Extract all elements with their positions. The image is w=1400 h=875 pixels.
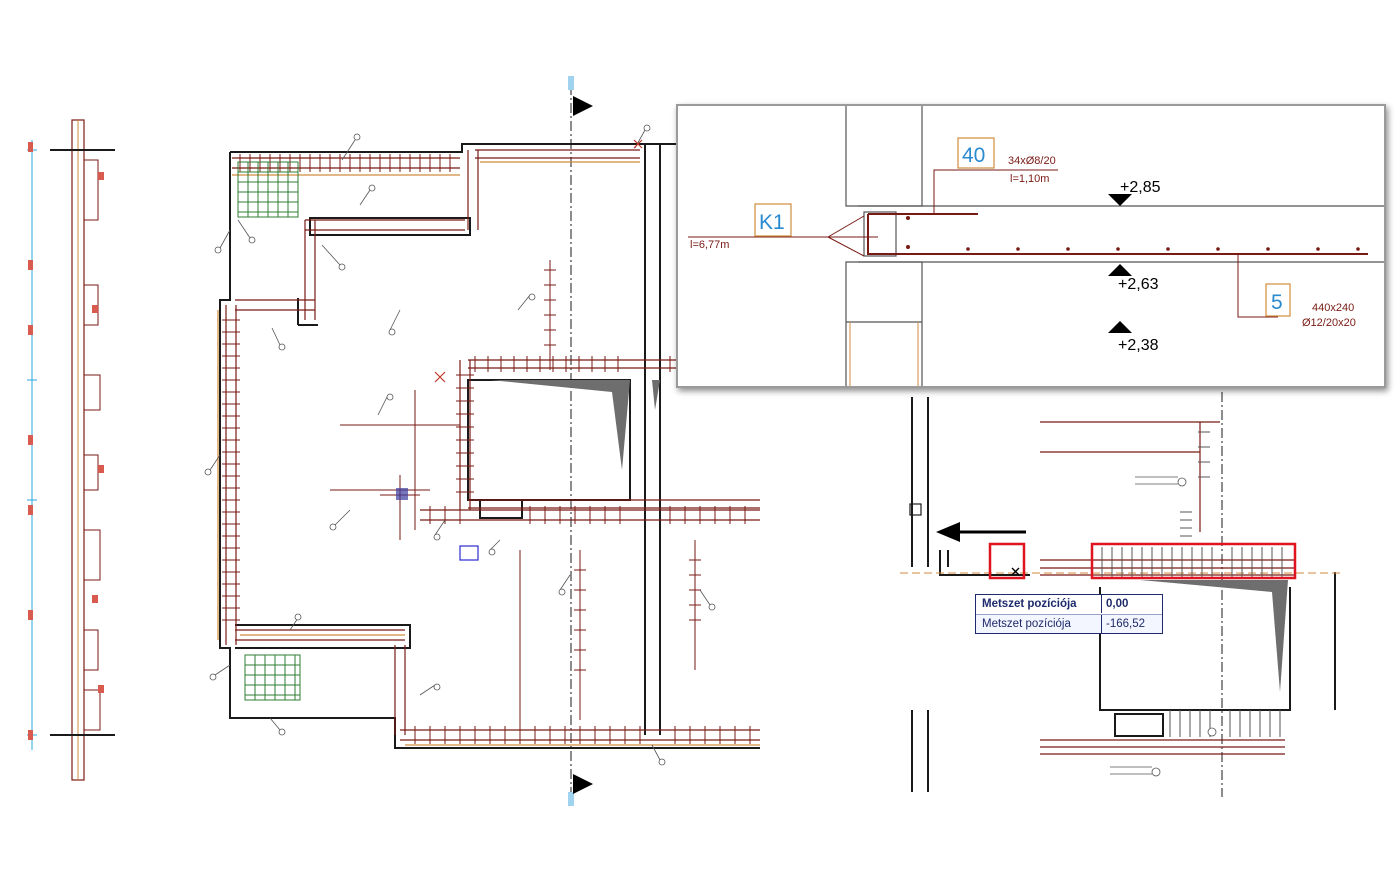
section-stirrups [1101,431,1283,737]
bar-tag-5: 5 [1271,291,1283,314]
mesh-size-5: 440x240 [1312,302,1354,314]
bar-tag-box [1265,283,1291,317]
tooltip-row: Metszet pozíciója 0,00 [976,595,1162,613]
direction-arrow-icon [936,522,1026,542]
formwork-lines [217,161,760,746]
bar-spec-40: 34xØ8/20 [1008,155,1056,167]
section-column-box [909,503,922,516]
section-view [900,392,1340,797]
section-marker-icon [573,96,593,116]
tooltip-value[interactable]: 0,00 [1106,598,1129,610]
level-marker-icon [1108,321,1132,333]
highlight-box [988,542,1297,580]
tooltip-label: Metszet pozíciója [982,598,1077,610]
section-shading [1140,580,1288,692]
stirrup-ticks [222,154,751,744]
bar-tag-box [754,203,792,237]
rebar-dots [906,216,1360,251]
level-value: +2,85 [1120,179,1161,196]
tooltip-value[interactable]: -166,52 [1106,618,1146,630]
section-shading [652,380,660,410]
detail-zoom-panel: K1 l=6,77m 40 34xØ8/20 l=1,10m 5 440x240… [676,104,1386,388]
detail-walls [845,106,1384,386]
mesh-spec-5: Ø12/20x20 [1302,317,1356,329]
section-walls [911,397,1336,792]
mesh-area [237,161,301,701]
bar-length-k1: l=6,77m [690,239,729,251]
tooltip-row: Metszet pozíciója -166,52 [976,614,1162,633]
bar-length-40: l=1,10m [1010,173,1049,185]
tooltip-label: Metszet pozíciója [982,618,1071,630]
section-cut-line [568,76,574,806]
wall-elevation [27,119,115,781]
slab-bars [330,260,711,730]
level-marker-icon [1108,264,1132,276]
callout-leaders [204,124,716,766]
bar-tags [28,142,104,740]
detail-rebar [688,169,1368,318]
column-marker [459,545,479,561]
bar-tag-40: 40 [962,144,985,167]
section-position-tooltip: Metszet pozíciója 0,00 Metszet pozíciója… [975,594,1163,634]
level-value: +2,63 [1118,276,1159,293]
section-shading [490,380,630,470]
detail-timber [849,322,919,386]
column-marker [396,488,408,500]
cross-marker [1011,567,1020,576]
cross-marker [434,139,643,383]
level-value: +2,38 [1118,337,1159,354]
bar-tag-k1: K1 [759,211,785,234]
level-marker-icon [1108,194,1132,206]
bar-tag-box [957,137,995,169]
section-marker-icon [573,774,593,794]
wall-profile [50,119,115,781]
rebar-bands [225,149,760,741]
section-callouts [1110,476,1217,777]
